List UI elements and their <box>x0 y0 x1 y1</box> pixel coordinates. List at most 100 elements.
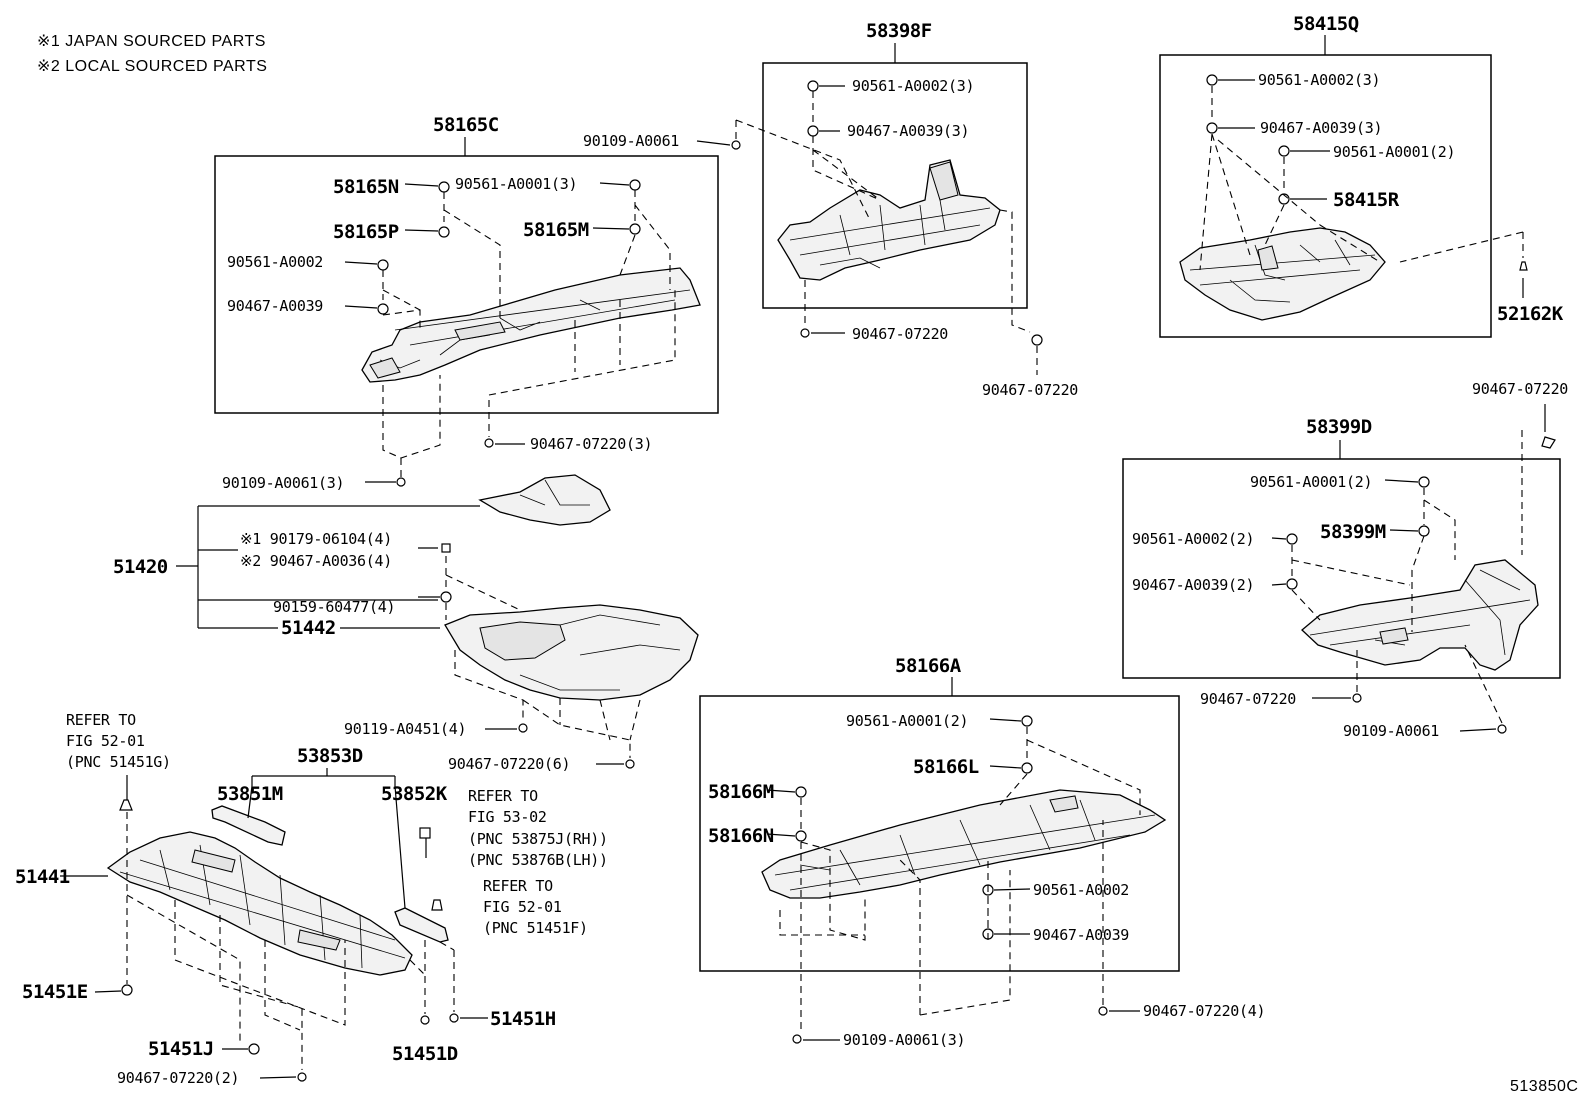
part-label-51442[interactable]: 51442 <box>281 617 336 639</box>
part-label-90119-A0451-4[interactable]: 90119-A0451(4) <box>344 720 467 738</box>
clip-58399M-icon[interactable] <box>1418 525 1430 537</box>
refer1-line2[interactable]: FIG 52-01 <box>66 732 145 750</box>
part-label-58415Q[interactable]: 58415Q <box>1293 13 1359 35</box>
clip-51451G-icon[interactable] <box>119 799 133 811</box>
refer1-line1[interactable]: REFER TO <box>66 711 136 729</box>
part-label-51451J[interactable]: 51451J <box>148 1038 214 1060</box>
bolt-51420-07220-icon[interactable] <box>625 759 635 769</box>
part-label-58166L[interactable]: 58166L <box>913 756 979 778</box>
part-label-58399D-90467-07220[interactable]: 90467-07220 <box>1200 690 1297 708</box>
bolt-58398F-07220-icon[interactable] <box>800 328 810 338</box>
part-label-53852K[interactable]: 53852K <box>381 783 448 805</box>
refer3-line1[interactable]: REFER TO <box>483 877 553 895</box>
part-label-53853D-90467-07220-2[interactable]: 90467-07220(2) <box>117 1069 240 1087</box>
clip-58399D-a0039-icon[interactable] <box>1286 578 1298 590</box>
part-label-58399D-90467-07220-top[interactable]: 90467-07220 <box>1472 380 1569 398</box>
screw-51451D-icon[interactable] <box>420 1015 430 1025</box>
part-label-90561-A0002-3[interactable]: 90561-A0002(3) <box>852 77 975 95</box>
part-label-90109-A0061[interactable]: 90109-A0061 <box>583 132 680 150</box>
part-label-58399M[interactable]: 58399M <box>1320 521 1386 543</box>
part-label-58166N[interactable]: 58166N <box>708 825 774 847</box>
clip-51451E-icon[interactable] <box>121 984 133 996</box>
clip-58166M-icon[interactable] <box>795 786 807 798</box>
clip-58398F-a0039-icon[interactable] <box>807 125 819 137</box>
part-label-90467-A0036-4[interactable]: ※2 90467-A0036(4) <box>240 552 392 570</box>
clip-58415Q-a0002-icon[interactable] <box>1206 74 1218 86</box>
screw-58166A-a0061-icon[interactable] <box>792 1034 802 1044</box>
screw-58398F-a0061-icon[interactable] <box>731 140 741 150</box>
clip-58399D-a0002-icon[interactable] <box>1286 533 1298 545</box>
under-cover-58398F-part[interactable] <box>777 159 1001 281</box>
refer2-line4[interactable]: (PNC 53876B(LH)) <box>468 851 608 869</box>
part-label-90467-07220-3[interactable]: 90467-07220(3) <box>530 435 653 453</box>
under-cover-58166A-part[interactable] <box>761 789 1167 899</box>
bolt-58166A-07220-icon[interactable] <box>1098 1006 1108 1016</box>
part-label-51441[interactable]: 51441 <box>15 866 70 888</box>
clip-58399D-a0001-icon[interactable] <box>1418 476 1430 488</box>
clip-58165N-icon[interactable] <box>438 181 450 193</box>
engine-undercover-51441-part[interactable] <box>106 831 413 976</box>
clip-a0039-icon[interactable] <box>377 303 389 315</box>
part-label-90109-A0061-3[interactable]: 90109-A0061(3) <box>222 474 345 492</box>
under-cover-58415Q-part[interactable] <box>1179 227 1386 321</box>
clip-58166N-icon[interactable] <box>795 830 807 842</box>
part-label-90467-A0039[interactable]: 90467-A0039 <box>227 297 324 315</box>
clip-58415Q-a0039-icon[interactable] <box>1206 122 1218 134</box>
bolt-07220-icon[interactable] <box>484 438 494 448</box>
refer2-line3[interactable]: (PNC 53875J(RH)) <box>468 830 608 848</box>
clip-58415Q-a0001-icon[interactable] <box>1278 145 1290 157</box>
refer3-line2[interactable]: FIG 52-01 <box>483 898 562 916</box>
part-label-58166A-90561-A0001-2[interactable]: 90561-A0001(2) <box>846 712 969 730</box>
part-label-58165C[interactable]: 58165C <box>433 114 499 136</box>
part-label-51420[interactable]: 51420 <box>113 556 168 578</box>
strip-53851M-part[interactable] <box>211 805 286 846</box>
clip-a0001-icon[interactable] <box>629 179 641 191</box>
part-label-58165N[interactable]: 58165N <box>333 176 399 198</box>
shield-top-part[interactable] <box>478 474 611 526</box>
bolt-58399D-07220-icon[interactable] <box>1352 693 1362 703</box>
part-label-90467-07220-out[interactable]: 90467-07220 <box>982 381 1079 399</box>
nut-90179-icon[interactable] <box>441 543 451 553</box>
bolt-58399D-07220-top-icon[interactable] <box>1541 436 1556 449</box>
part-label-58415R[interactable]: 58415R <box>1333 189 1400 211</box>
part-label-58398F[interactable]: 58398F <box>866 20 932 42</box>
part-label-90561-A0002-3-b[interactable]: 90561-A0002(3) <box>1258 71 1381 89</box>
part-label-58166A[interactable]: 58166A <box>895 655 962 677</box>
clip-58165M-icon[interactable] <box>629 223 641 235</box>
clip-58166L-icon[interactable] <box>1021 762 1033 774</box>
part-label-90467-07220-4[interactable]: 90467-07220(4) <box>1143 1002 1266 1020</box>
part-label-90467-A0039-3-b[interactable]: 90467-A0039(3) <box>1260 119 1383 137</box>
clip-51451J-icon[interactable] <box>248 1043 260 1055</box>
screw-90159-icon[interactable] <box>440 591 452 603</box>
screw-58399D-a0061-icon[interactable] <box>1497 724 1507 734</box>
part-label-90467-07220-6[interactable]: 90467-07220(6) <box>448 755 571 773</box>
part-label-58166A-90109-A0061-3[interactable]: 90109-A0061(3) <box>843 1031 966 1049</box>
clip-51451F-icon[interactable] <box>431 899 443 911</box>
screw-51451H-icon[interactable] <box>449 1013 459 1023</box>
part-label-58165P[interactable]: 58165P <box>333 221 399 243</box>
part-label-90179-06104-4[interactable]: ※1 90179-06104(4) <box>240 530 392 548</box>
part-label-51451H[interactable]: 51451H <box>490 1008 556 1030</box>
strip-53852K-part[interactable] <box>394 907 449 943</box>
refer2-line2[interactable]: FIG 53-02 <box>468 808 547 826</box>
part-label-90561-A0001-3[interactable]: 90561-A0001(3) <box>455 175 578 193</box>
part-label-90467-A0039-3[interactable]: 90467-A0039(3) <box>847 122 970 140</box>
part-label-53853D[interactable]: 53853D <box>297 745 363 767</box>
clip-58165P-icon[interactable] <box>438 226 450 238</box>
part-label-90561-A0001-2[interactable]: 90561-A0001(2) <box>1333 143 1456 161</box>
part-label-58399D-90467-A0039-2[interactable]: 90467-A0039(2) <box>1132 576 1255 594</box>
part-label-58399D-90561-A0002-2[interactable]: 90561-A0002(2) <box>1132 530 1255 548</box>
part-label-53851M[interactable]: 53851M <box>217 783 283 805</box>
under-cover-58399D-part[interactable] <box>1301 559 1539 671</box>
clip-58166A-a0001-icon[interactable] <box>1021 715 1033 727</box>
clip-52162K-icon[interactable] <box>1519 261 1528 271</box>
part-label-51451D[interactable]: 51451D <box>392 1043 458 1065</box>
clip-58398F-a0002-icon[interactable] <box>807 80 819 92</box>
part-label-58399D[interactable]: 58399D <box>1306 416 1372 438</box>
part-label-58166M[interactable]: 58166M <box>708 781 774 803</box>
part-label-90561-A0002[interactable]: 90561-A0002 <box>227 253 323 271</box>
refer2-line1[interactable]: REFER TO <box>468 787 538 805</box>
part-label-90467-07220[interactable]: 90467-07220 <box>852 325 949 343</box>
part-label-58399D-90109-A0061[interactable]: 90109-A0061 <box>1343 722 1440 740</box>
part-label-58166A-90561-A0002[interactable]: 90561-A0002 <box>1033 881 1129 899</box>
